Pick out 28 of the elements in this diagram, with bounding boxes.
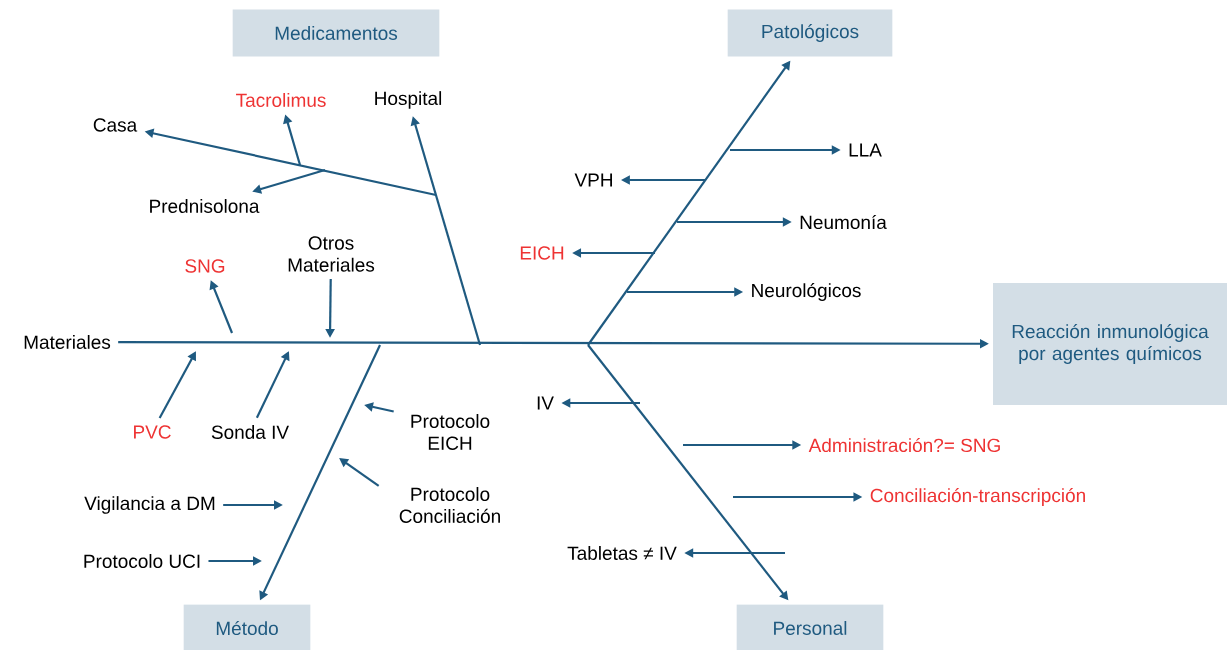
cause-label: VPH — [574, 173, 612, 187]
cause-label: Tacrolimus — [236, 93, 326, 107]
cause-label: Prednisolona — [150, 199, 260, 213]
cause-label: Vigilancia a DM — [84, 496, 215, 514]
cause-label: Casa — [93, 118, 138, 132]
cause-label: EICH — [520, 246, 564, 260]
effect-box: Reacción inmunológica por agentes químicos — [993, 283, 1227, 405]
cause-label: Tabletas ≠ IV — [567, 546, 677, 560]
arrow — [339, 458, 380, 487]
cause-label: LLA — [849, 143, 882, 157]
cause-label: Hospital — [375, 91, 442, 109]
cause-label: Protocolo EICH — [411, 414, 490, 450]
cause-label: PVC — [134, 425, 171, 439]
cause-label: SNG — [185, 259, 225, 273]
cause-label: Otros Materiales — [288, 236, 375, 272]
cause-label: IV — [537, 396, 554, 410]
cause-label: Protocolo UCI — [84, 554, 200, 568]
cause-label: Neumonía — [800, 214, 887, 230]
category-box: Personal — [736, 604, 884, 650]
category-box: Medicamentos — [232, 9, 440, 57]
category-box: Patológicos — [727, 9, 893, 57]
cause-label: Conciliación-transcripción — [870, 488, 1085, 506]
cause-label: Protocolo Conciliación — [399, 487, 500, 523]
category-box: Método — [183, 604, 311, 650]
cause-label: Administración?= SNG — [808, 437, 1000, 453]
cause-label: Materiales — [24, 335, 111, 349]
cause-label: Sonda IV — [211, 425, 289, 439]
cause-label: Neurológicos — [752, 283, 861, 301]
